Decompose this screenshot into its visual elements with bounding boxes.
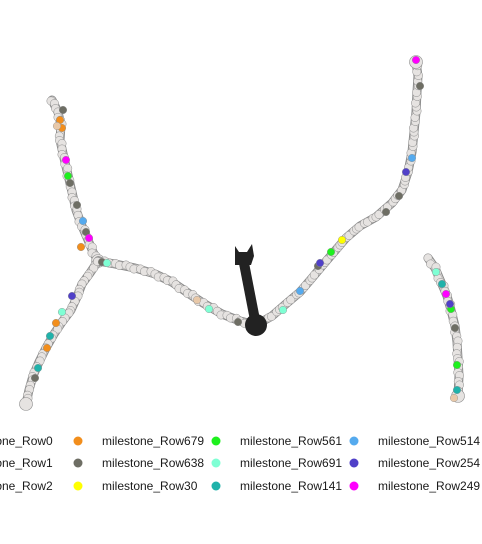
milestone-point-milestone_Row254 (316, 259, 325, 268)
milestone-point-milestone_Row249 (84, 233, 93, 242)
milestone-point-milestone_Row514 (296, 287, 305, 296)
legend-swatch (73, 458, 83, 468)
milestone-point-milestone_Row254 (446, 300, 455, 309)
milestone-point-milestone_Row1 (395, 191, 404, 200)
legend-item: milestone_Row0 (0, 434, 53, 448)
legend-label: milestone_Row1 (0, 456, 53, 470)
milestone-point-milestone_Row30 (338, 235, 347, 244)
legend-label: milestone_Row249 (378, 479, 480, 493)
milestone-point-milestone_Row2 (450, 394, 459, 403)
legend: milestone_Row0 milestone_Row679 milestone_… (0, 434, 480, 493)
cell-point (286, 295, 296, 305)
legend-swatch (349, 458, 359, 468)
milestone-point-milestone_Row1 (416, 81, 425, 90)
legend-item: milestone_Row141 (211, 479, 342, 493)
milestone-point-milestone_Row0 (52, 319, 61, 328)
milestone-point-milestone_Row1 (233, 318, 242, 327)
milestone-start-marker (235, 244, 254, 265)
milestone-point-milestone_Row679 (43, 344, 52, 353)
legend-label: milestone_Row141 (240, 479, 342, 493)
legend-label: milestone_Row254 (378, 456, 480, 470)
legend-label: milestone_Row561 (240, 434, 342, 448)
legend-swatch (211, 458, 221, 468)
legend-swatch (211, 481, 221, 491)
legend-item: milestone_Row1 (0, 456, 53, 470)
milestone-point-milestone_Row691 (102, 259, 111, 268)
legend-label: milestone_Row514 (378, 434, 480, 448)
legend-swatch (73, 481, 83, 491)
milestone-point-milestone_Row249 (442, 290, 451, 299)
legend-item: milestone_Row254 (349, 456, 480, 470)
legend-item: milestone_Row679 (73, 434, 204, 448)
milestone-point-milestone_Row141 (453, 386, 462, 395)
milestone-point-milestone_Row638 (382, 207, 391, 216)
milestone-point-milestone_Row141 (46, 332, 55, 341)
milestone-point-milestone_Row561 (327, 247, 336, 256)
milestone-points-layer (31, 56, 462, 403)
legend-label: milestone_Row2 (0, 479, 53, 493)
milestone-point-milestone_Row0 (76, 242, 85, 251)
milestone-stem (238, 257, 261, 326)
milestone-point-milestone_Row691 (58, 308, 67, 317)
milestone-point-milestone_Row514 (78, 216, 87, 225)
legend-label: milestone_Row679 (102, 434, 204, 448)
milestone-point-milestone_Row254 (402, 167, 411, 176)
milestone-point-milestone_Row141 (438, 280, 447, 289)
legend-item: milestone_Row514 (349, 434, 480, 448)
milestone-stem-layer (235, 244, 267, 336)
legend-item: milestone_Row638 (73, 456, 204, 470)
milestone-point-milestone_Row2 (53, 121, 62, 130)
legend-item: milestone_Row2 (0, 479, 53, 493)
milestone-point-milestone_Row254 (67, 292, 76, 301)
legend-label: milestone_Row638 (102, 456, 204, 470)
milestone-point-milestone_Row141 (34, 364, 43, 373)
legend-item: milestone_Row249 (349, 479, 480, 493)
milestone-point-milestone_Row249 (412, 56, 421, 65)
legend-swatch (211, 436, 221, 446)
milestone-point-milestone_Row514 (408, 153, 417, 162)
legend-item: milestone_Row30 (73, 479, 198, 493)
cell-point-end (19, 397, 33, 411)
milestone-point-milestone_Row561 (453, 361, 462, 370)
milestone-point-milestone_Row691 (432, 268, 441, 277)
legend-item: milestone_Row561 (211, 434, 342, 448)
milestone-point-milestone_Row638 (31, 374, 40, 383)
legend-swatch (349, 436, 359, 446)
milestone-point-milestone_Row691 (279, 306, 288, 315)
milestone-point-milestone_Row561 (63, 171, 72, 180)
milestone-point-milestone_Row638 (72, 200, 81, 209)
milestone-point-milestone_Row2 (192, 296, 201, 305)
legend-label: milestone_Row0 (0, 434, 53, 448)
legend-swatch (73, 436, 83, 446)
milestone-point-milestone_Row691 (204, 305, 213, 314)
legend-swatch (349, 481, 359, 491)
legend-item: milestone_Row691 (211, 456, 342, 470)
milestone-point-milestone_Row638 (65, 178, 74, 187)
cell-point (63, 163, 73, 173)
milestone-point-milestone_Row249 (62, 155, 71, 164)
milestone-point-milestone_Row1 (451, 324, 460, 333)
milestone-end-node (245, 314, 267, 336)
milestone-point-milestone_Row1 (59, 105, 68, 114)
legend-label: milestone_Row30 (102, 479, 198, 493)
legend-label: milestone_Row691 (240, 456, 342, 470)
